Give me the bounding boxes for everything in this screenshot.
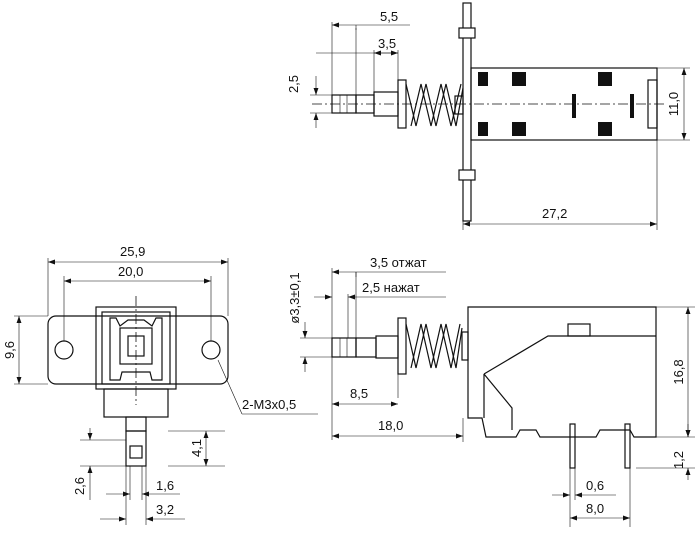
dim-1-6: 1,6 — [156, 478, 174, 493]
dim-18-0: 18,0 — [378, 418, 403, 433]
front-view: 25,9 20,0 9,6 2-M3x0,5 4,1 2,6 1,6 3,2 — [2, 244, 318, 525]
dim-2-6: 2,6 — [72, 477, 87, 495]
dim-2-5: 2,5 — [286, 75, 301, 93]
front-flange — [47, 315, 229, 385]
mount-hole-left — [54, 340, 74, 360]
dim-3-5-released: 3,5 отжат — [370, 255, 427, 270]
dim-0-6: 0,6 — [586, 478, 604, 493]
profile-body — [467, 306, 657, 438]
dim-11-0: 11,0 — [666, 92, 681, 116]
dim-diameter: ø3,3±0,1 — [287, 272, 302, 323]
mount-hole-right — [201, 340, 221, 360]
dim-20-0: 20,0 — [118, 264, 143, 279]
dim-25-9: 25,9 — [120, 244, 145, 259]
top-view: 5,5 3,5 2,5 11,0 27,2 — [286, 2, 690, 230]
dim-2-5-pressed: 2,5 нажат — [362, 280, 420, 295]
plate-screw-top — [458, 27, 476, 39]
dim-3-2: 3,2 — [156, 502, 174, 517]
dim-16-8: 16,8 — [671, 359, 686, 384]
thread-callout: 2-M3x0,5 — [242, 397, 296, 412]
profile-view: 3,5 отжат 2,5 нажат ø3,3±0,1 8,5 18,0 16… — [287, 255, 695, 527]
dim-27-2: 27,2 — [542, 206, 567, 221]
dim-9-6: 9,6 — [2, 341, 17, 359]
dim-8-5: 8,5 — [350, 386, 368, 401]
dim-8-0: 8,0 — [586, 501, 604, 516]
dim-1-2: 1,2 — [671, 451, 686, 469]
dim-5-5: 5,5 — [380, 9, 398, 24]
dim-3-5: 3,5 — [378, 36, 396, 51]
dim-4-1: 4,1 — [189, 439, 204, 457]
plate-screw-bottom — [458, 169, 476, 181]
